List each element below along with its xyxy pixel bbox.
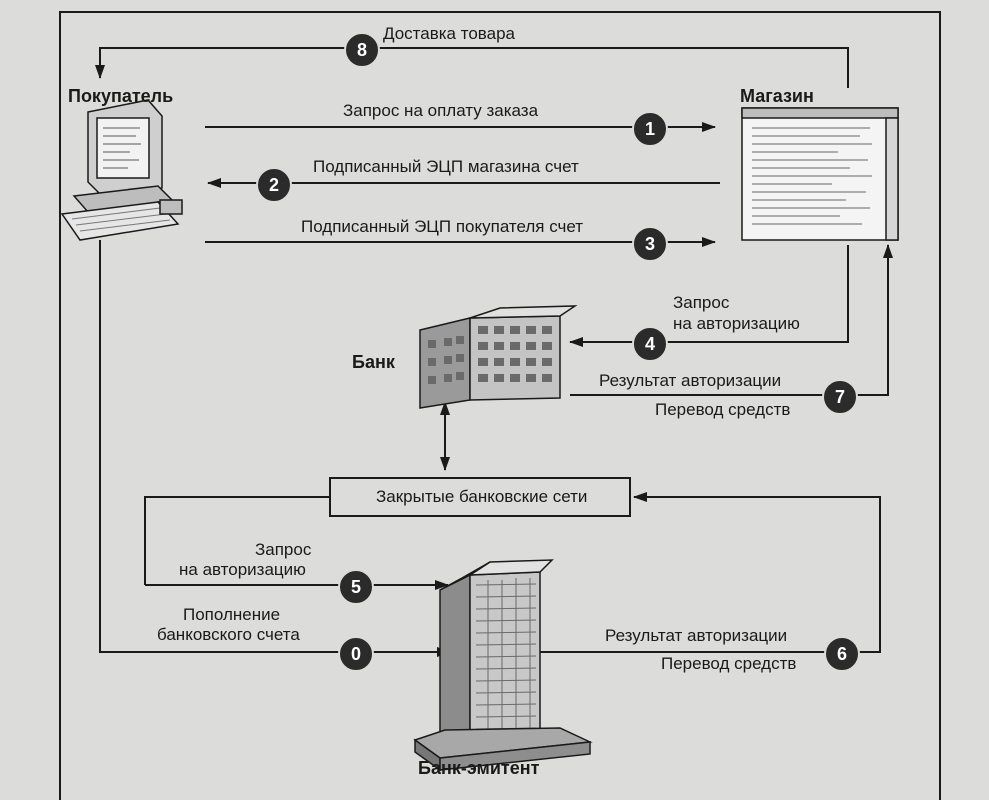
step-label-0-line2: банковского счета: [154, 625, 303, 645]
step-badge-6: 6: [824, 636, 860, 672]
buyer-computer-illustration: [60, 99, 183, 241]
step-label-6-line1: Результат авторизации: [602, 626, 791, 646]
step-label-4-line2: на авторизацию: [670, 314, 803, 334]
step-label-5-line1: Запрос: [252, 540, 315, 560]
outer-frame: [59, 11, 941, 800]
step-badge-4: 4: [632, 326, 668, 362]
step-label-0-line1: Пополнение: [180, 605, 284, 625]
node-issuer: Банк-эмитент: [418, 758, 540, 778]
arrow-step-8: [95, 47, 849, 88]
arrow-step-0: [99, 240, 451, 657]
node-buyer: Покупатель: [68, 86, 174, 106]
step-label-2: Подписанный ЭЦП магазина счет: [310, 157, 582, 177]
step-badge-2: 2: [256, 167, 292, 203]
shop-window-illustration: [741, 107, 899, 241]
step-badge-3: 3: [632, 226, 668, 262]
step-badge-8: 8: [344, 32, 380, 68]
step-badge-7: 7: [822, 379, 858, 415]
step-label-5-line2: на авторизацию: [176, 560, 309, 580]
issuer-building-illustration: [413, 559, 593, 772]
step-label-3: Подписанный ЭЦП покупателя счет: [298, 217, 587, 237]
node-bank: Банк: [352, 352, 395, 372]
step-label-6-line2: Перевод средств: [658, 654, 800, 674]
network-left-line: [144, 496, 330, 585]
step-label-4-line1: Запрос: [670, 293, 733, 313]
step-label-8: Доставка товара: [380, 24, 518, 44]
arrow-step-6: [540, 492, 881, 653]
step-badge-1: 1: [632, 111, 668, 147]
step-badge-5: 5: [338, 569, 374, 605]
node-shop: Магазин: [740, 86, 814, 106]
node-closed-network: Закрытые банковские сети: [376, 487, 588, 506]
arrow-step-7: [570, 244, 893, 396]
network-box: [329, 477, 631, 517]
bank-building-illustration: [419, 305, 578, 409]
step-label-7-line2: Перевод средств: [652, 400, 794, 420]
step-label-7-line1: Результат авторизации: [596, 371, 785, 391]
step-badge-0: 0: [338, 636, 374, 672]
step-label-1: Запрос на оплату заказа: [340, 101, 542, 121]
